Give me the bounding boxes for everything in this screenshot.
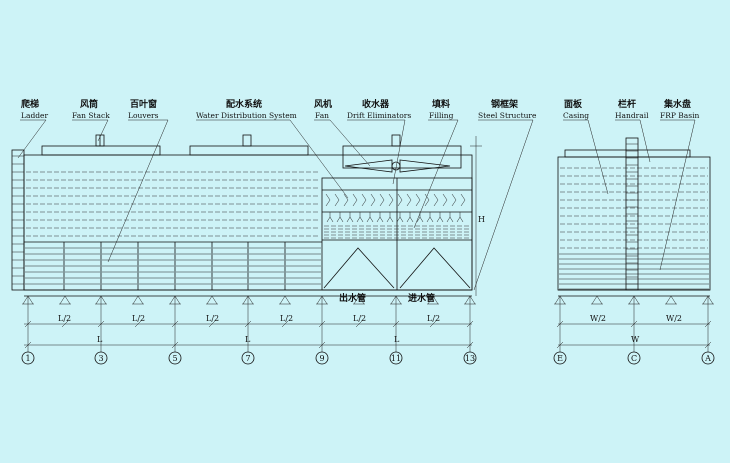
axis-E: E [553,296,567,365]
front-dimensions: L/2 L/2 L/2 L/2 L/2 L/2 L L L [24,314,474,349]
dim-w-full: W [631,335,640,344]
axis-A: A [701,296,715,365]
handrail-label-zh: 栏杆 [618,98,636,110]
svg-text:E: E [557,354,563,363]
svg-text:1: 1 [25,354,30,363]
dim-half-4: L/2 [280,314,293,323]
fan-stack-label-en: Fan Stack [72,111,110,120]
fan-stacks [41,134,462,169]
fan-label-zh: 风机 [314,98,332,110]
axis-9: 9 [315,296,329,365]
leaders [17,119,696,291]
casing-label-en: Casing [563,111,589,120]
svg-text:11: 11 [391,354,401,363]
outlet-pipe-label: 出水管 [339,292,366,304]
svg-text:A: A [704,354,711,363]
dim-half-6: L/2 [427,314,440,323]
svg-text:7: 7 [245,354,250,363]
axis-C: C [627,296,641,365]
dim-w-half-2: W/2 [666,314,682,323]
axis-7: 7 [241,296,255,365]
filling-label-zh: 填料 [432,98,450,110]
ladder [11,149,25,291]
drift-label-en: Drift Eliminators [347,111,411,120]
inlet-pipe-label: 进水管 [408,292,435,304]
water-dist-label-zh: 配水系统 [226,98,262,110]
water-dist-label-en: Water Distribution System [196,111,297,120]
ladder-label-zh: 爬梯 [20,98,39,110]
component-labels: 爬梯 Ladder 风筒 Fan Stack 百叶窗 Louvers 配水系统 … [20,98,700,120]
basin-label-en: FRP Basin [660,111,700,120]
dim-full-3: L [394,335,400,344]
drift-label-zh: 收水器 [362,98,390,110]
front-elevation: 出水管 进水管 H [11,134,485,305]
louvers-label-en: Louvers [128,111,159,120]
side-elevation [554,137,714,305]
fan-label-en: Fan [315,111,329,120]
steel-label-en: Steel Structure [478,111,537,120]
fan-stack-label-zh: 风筒 [80,98,98,110]
axis-3: 3 [94,296,108,365]
basin-label-zh: 集水盘 [663,98,691,110]
dim-half-3: L/2 [206,314,219,323]
casing-label-zh: 面板 [564,98,583,110]
filling-label-en: Filling [429,111,454,120]
svg-text:C: C [631,354,637,363]
svg-text:13: 13 [465,354,475,363]
dim-full-1: L [97,335,103,344]
axis-5: 5 [168,296,182,365]
svg-text:3: 3 [98,354,103,363]
steel-label-zh: 钢框架 [491,98,518,110]
dim-half-2: L/2 [132,314,145,323]
cutaway-section [321,159,473,291]
dim-w-half-1: W/2 [590,314,606,323]
axis-13: 13 [463,296,477,365]
handrail-label-en: Handrail [615,111,649,120]
ladder-label-en: Ladder [21,111,48,120]
height-dim: H [478,215,485,224]
louvers-label-zh: 百叶窗 [130,98,157,110]
dim-half-5: L/2 [353,314,366,323]
svg-text:5: 5 [172,354,177,363]
axis-1: 1 [21,296,35,365]
svg-text:9: 9 [319,354,324,363]
dim-half-1: L/2 [58,314,71,323]
axis-11: 11 [389,296,403,365]
axis-markers: 1 3 5 7 9 11 13 E C A [21,296,715,365]
